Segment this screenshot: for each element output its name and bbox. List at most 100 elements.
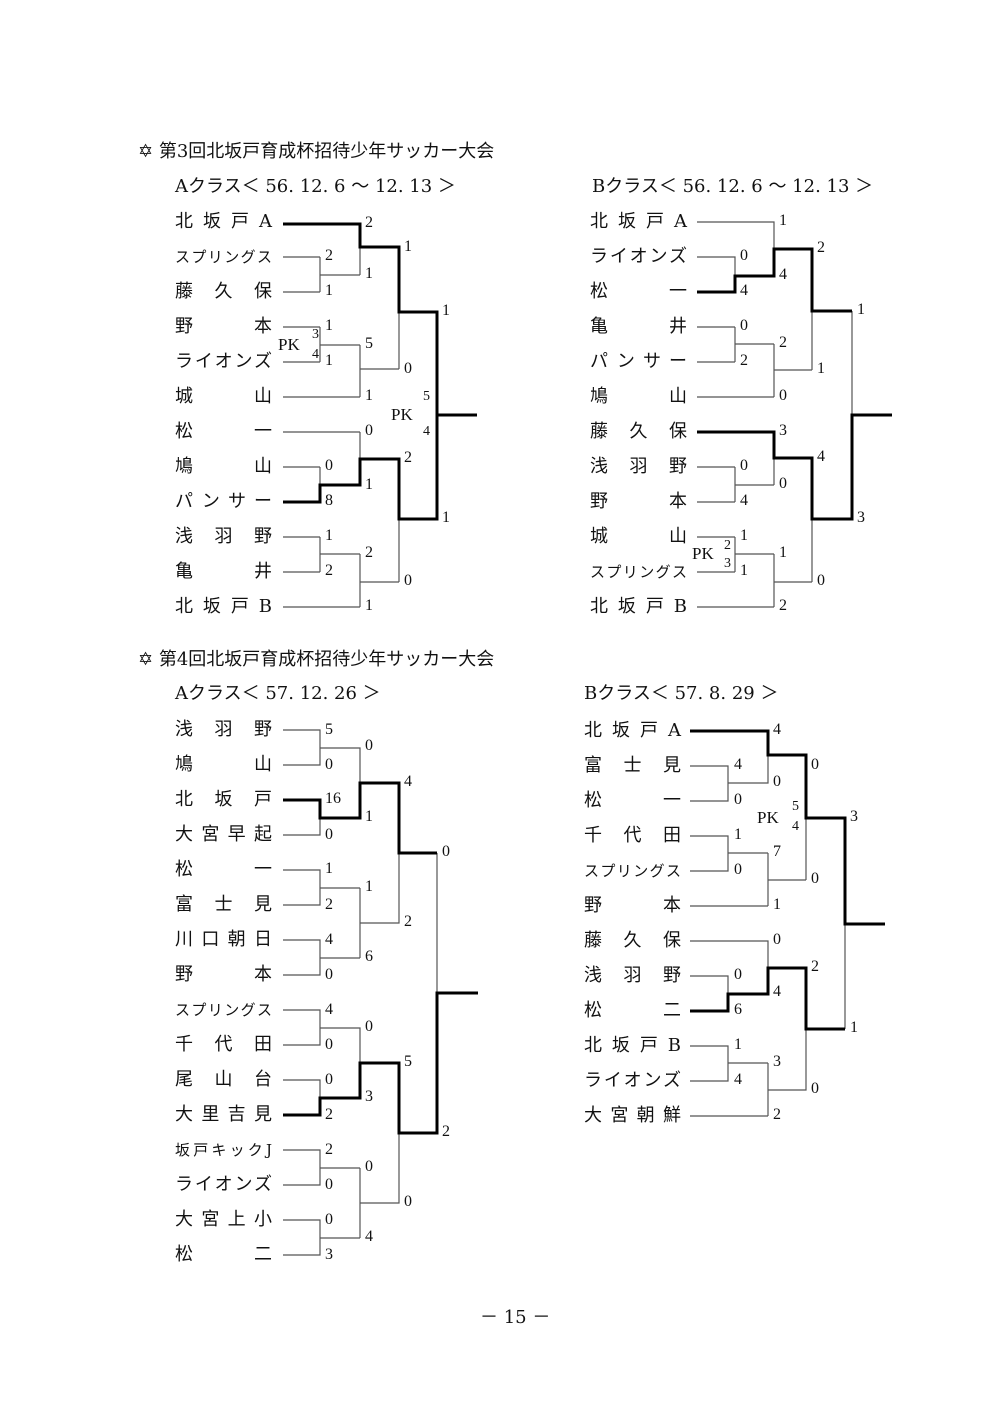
match-score: 4 <box>734 756 742 773</box>
team-name: 大里吉見 <box>175 1104 272 1125</box>
team-name: 北坂戸B <box>175 596 272 617</box>
match-score: 5 <box>365 335 373 352</box>
match-score: 0 <box>404 572 412 589</box>
match-score: 2 <box>817 239 825 256</box>
match-score: 4 <box>325 931 333 948</box>
match-score: 3 <box>365 1088 373 1105</box>
match-score: 0 <box>740 317 748 334</box>
match-score: 2 <box>773 1106 781 1123</box>
match-score: 0 <box>325 966 333 983</box>
match-score: 4 <box>817 448 825 465</box>
match-score: 0 <box>325 1071 333 1088</box>
match-score: 0 <box>325 1036 333 1053</box>
team-name: 浅羽野 <box>175 719 272 740</box>
team-name: 大宮上小 <box>175 1209 272 1230</box>
team-name: 北坂戸B <box>584 1035 681 1056</box>
team-name: スプリングス <box>584 862 681 880</box>
match-score: 1 <box>779 212 787 229</box>
match-score: 1 <box>365 808 373 825</box>
class-a-title: Aクラス＜ 56. 12. 6 ～ 12. 13 ＞ <box>175 176 456 197</box>
pk-score: 5 <box>423 389 430 404</box>
match-score: 3 <box>773 1053 781 1070</box>
match-score: 2 <box>779 334 787 351</box>
team-name: 松一 <box>175 421 272 442</box>
match-score: 0 <box>811 756 819 773</box>
match-score: 3 <box>850 808 858 825</box>
match-score: 1 <box>734 1036 742 1053</box>
match-score: 0 <box>734 861 742 878</box>
pk-score: 4 <box>423 424 430 439</box>
match-score: 0 <box>404 1193 412 1210</box>
team-name: 坂戸キックJ <box>175 1141 272 1159</box>
match-score: 0 <box>811 870 819 887</box>
team-name: 松一 <box>584 790 681 811</box>
team-name: 野本 <box>175 316 272 337</box>
team-name: 北坂戸A <box>175 211 272 232</box>
match-score: 0 <box>365 1158 373 1175</box>
team-name: 鳩山 <box>175 456 272 477</box>
tournament-4-title: 第4回北坂戸育成杯招待少年サッカー大会 <box>158 649 495 670</box>
match-score: 0 <box>365 422 373 439</box>
team-name: 野本 <box>590 491 687 512</box>
match-score: 1 <box>734 826 742 843</box>
team-name: 富士見 <box>584 755 681 776</box>
team-name: 尾山台 <box>175 1069 272 1090</box>
team-name: ライオンズ <box>175 1174 272 1195</box>
match-score: 2 <box>779 597 787 614</box>
match-score: 1 <box>779 544 787 561</box>
pk-score: 3 <box>724 556 731 571</box>
match-score: 0 <box>773 773 781 790</box>
match-score: 4 <box>740 492 748 509</box>
match-score: 4 <box>779 266 787 283</box>
match-score: 4 <box>365 1228 373 1245</box>
match-score: 2 <box>365 214 373 231</box>
star-icon: ✡ <box>138 141 154 162</box>
bracket-4a-lines <box>283 729 438 1256</box>
match-score: 0 <box>325 457 333 474</box>
match-score: 1 <box>325 527 333 544</box>
team-name: 亀井 <box>590 316 687 337</box>
team-name: 北坂戸A <box>590 211 687 232</box>
team-name: パンサー <box>175 491 272 512</box>
match-score: 1 <box>404 238 412 255</box>
team-name: 松一 <box>175 859 272 880</box>
pk-label: PK <box>692 544 714 563</box>
tournament-3-heading: ✡ 第3回北坂戸育成杯招待少年サッカー大会 <box>138 141 494 163</box>
pk-score: 4 <box>792 819 799 834</box>
pk-score: 2 <box>724 538 731 553</box>
match-score: 4 <box>404 773 412 790</box>
match-score: 0 <box>811 1080 819 1097</box>
match-score: 3 <box>857 509 865 526</box>
match-score: 4 <box>740 282 748 299</box>
match-score: 0 <box>779 475 787 492</box>
team-name: ライオンズ <box>590 246 687 267</box>
page-number: － 15 － <box>480 1307 551 1328</box>
pk-score: 5 <box>792 799 799 814</box>
match-score: 2 <box>365 544 373 561</box>
team-name: 亀井 <box>175 561 272 582</box>
team-name: 城山 <box>175 386 272 407</box>
match-score: 2 <box>325 1106 333 1123</box>
match-score: 1 <box>442 302 450 319</box>
team-name: スプリングス <box>175 248 272 266</box>
team-name: 浅羽野 <box>590 456 687 477</box>
team-name: 千代田 <box>175 1034 272 1055</box>
bracket-3b-winner-path <box>697 247 892 521</box>
team-name: スプリングス <box>175 1001 272 1019</box>
match-score: 1 <box>365 878 373 895</box>
match-score: 0 <box>817 572 825 589</box>
match-score: 1 <box>442 509 450 526</box>
team-name: 松一 <box>590 281 687 302</box>
team-name: 川口朝日 <box>175 929 272 950</box>
match-score: 2 <box>404 449 412 466</box>
match-score: 6 <box>365 948 373 965</box>
bracket-4b-lines <box>690 755 846 1117</box>
team-name: 浅羽野 <box>584 965 681 986</box>
match-score: 2 <box>325 247 333 264</box>
match-score: 2 <box>325 1141 333 1158</box>
team-name: 富士見 <box>175 894 272 915</box>
team-name: 藤久保 <box>584 930 681 951</box>
team-name: 鳩山 <box>175 754 272 775</box>
match-score: 3 <box>325 1246 333 1263</box>
